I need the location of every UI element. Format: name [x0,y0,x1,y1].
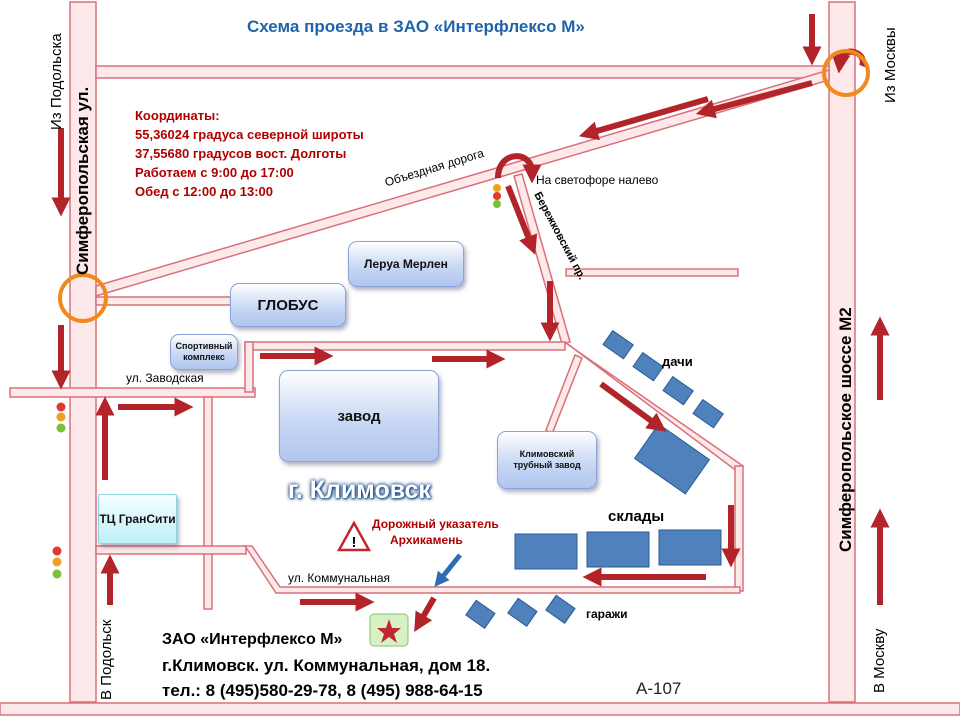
landmark-line1: Дорожный указатель [372,517,499,531]
coordinates-lon: 37,55680 градусов вост. Долготы [135,146,347,161]
label-zavodskaya: ул. Заводская [126,371,204,385]
working-hours: Работаем с 9:00 до 17:00 [135,165,294,180]
label-to-moscow: В Москву [871,628,888,693]
road-bottom [0,702,960,716]
coordinates-block: Координаты: 55,36024 градуса северной ши… [135,106,364,201]
place-mall: ТЦ ГранСити [98,494,177,544]
place-sport-complex: Спортивный комплекс [170,334,238,370]
label-to-podolsk: В Подольск [98,619,115,700]
road-factory-top [244,341,566,351]
place-pipe-plant: Климовский трубный завод [497,431,597,489]
company-phone: тел.: 8 (495)580-29-78, 8 (495) 988-64-1… [162,681,483,700]
road-zavodskaya [9,387,256,398]
destination-star-icon [369,613,409,647]
label-kommunalnaya: ул. Коммунальная [288,571,391,585]
warehouse-building [658,529,722,566]
road-top [95,65,830,79]
landmark-line2: Архикамень [390,533,463,547]
coordinates-lat: 55,36024 градуса северной широты [135,127,364,142]
traffic-light-icon [493,184,501,208]
warehouse-building [514,533,578,570]
road-kommunalnaya [243,545,741,594]
road-berezhkovsky [513,173,571,345]
warehouse-building [633,423,711,495]
route-arrows [51,14,890,632]
label-from-podolsk: Из Подольска [48,33,65,130]
place-globus: ГЛОБУС [230,283,346,327]
dacha-building [662,375,694,406]
road-mid-vertical [203,396,213,610]
dacha-building [632,351,664,382]
label-traffic-light-left: На светофоре налево [536,173,659,187]
traffic-light-icon [56,402,66,433]
lunch-hours: Обед с 12:00 до 13:00 [135,184,273,199]
landmark-pointer-arrow [434,553,462,588]
u-turn-arrow [495,153,542,184]
road-east-vertical [734,465,744,592]
road-highway-m2 [828,1,856,703]
road-branch-right [565,268,739,277]
arrow-diag [505,184,538,255]
road-pipe-diagonal [545,354,583,436]
road-lower-street [95,545,247,555]
roundabout-ring [58,273,108,323]
arrow-left [695,80,813,119]
label-warehouses: склады [608,508,665,525]
label-dachas: дачи [662,354,693,369]
garage-building [507,597,538,627]
warning-sign-icon: ! [336,520,372,552]
traffic-light-icon [52,546,62,579]
place-plant: завод [279,370,439,462]
place-leroy-merlin: Леруа Мерлен [348,241,464,287]
map-title: Схема проезда в ЗАО «Интерфлексо М» [247,17,585,36]
garage-building [545,594,576,624]
dacha-building [602,329,634,360]
label-garages: гаражи [586,607,628,621]
garage-building [465,599,496,629]
company-name: ЗАО «Интерфлексо М» [162,631,343,648]
company-address: г.Климовск. ул. Коммунальная, дом 18. [162,656,491,675]
label-simferopolskaya-street: Симферопольская ул. [73,86,92,275]
arrow-diag [599,381,667,432]
arrow-left [578,96,709,141]
dacha-building [692,398,724,429]
road-bypass [95,68,830,298]
route-code: А-107 [636,679,682,698]
label-highway-m2: Симферопольское шоссе М2 [836,307,855,552]
arrow-diag [414,596,437,632]
svg-text:!: ! [352,534,357,551]
city-name: г. Климовск [288,476,431,504]
roundabout-ring [822,49,870,97]
coordinates-heading: Координаты: [135,108,220,123]
road-simferopolskaya [69,1,97,703]
label-from-moscow: Из Москвы [882,27,899,103]
road-sport-vertical [244,341,254,393]
road-globus-spur [95,296,247,306]
warehouse-building [586,531,650,568]
buildings [465,329,724,629]
